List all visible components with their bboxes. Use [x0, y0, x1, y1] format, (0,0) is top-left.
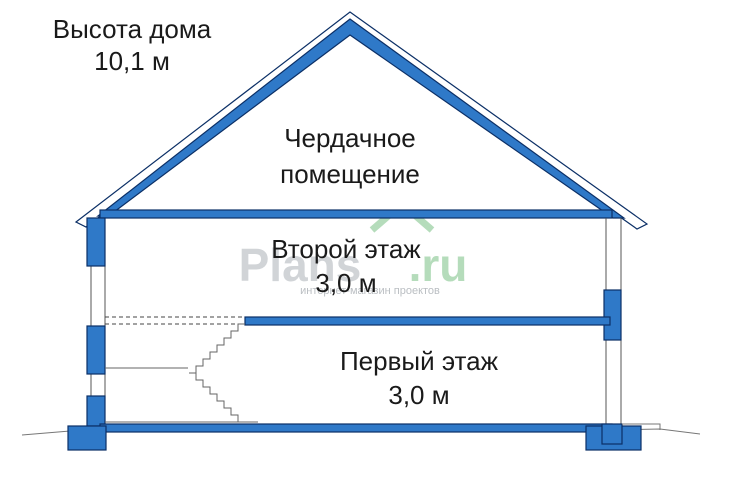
- watermark: Plans .ru интернет-магазин проектов: [239, 199, 468, 297]
- second-floor-slab: [244, 316, 611, 326]
- attic-label-line1: Чердачное: [284, 123, 416, 153]
- house-height-value: 10,1 м: [94, 46, 170, 76]
- house-height-label: Высота дома: [53, 14, 212, 44]
- second-floor-height: 3,0 м: [315, 268, 376, 298]
- watermark-tagline: интернет-магазин проектов: [300, 285, 440, 297]
- second-floor-label: Второй этаж: [271, 234, 421, 264]
- first-floor-height: 3,0 м: [388, 380, 449, 410]
- watermark-brand: Plans: [239, 239, 362, 291]
- roof: [74, 11, 649, 230]
- foundation: [67, 423, 661, 451]
- attic-floor-slab: [99, 209, 613, 219]
- first-floor-label: Первый этаж: [340, 346, 499, 376]
- watermark-brand-suffix: .ru: [409, 239, 468, 291]
- staircase: [105, 323, 258, 423]
- left-wall: [86, 217, 106, 430]
- attic-label-line2: помещение: [280, 159, 420, 189]
